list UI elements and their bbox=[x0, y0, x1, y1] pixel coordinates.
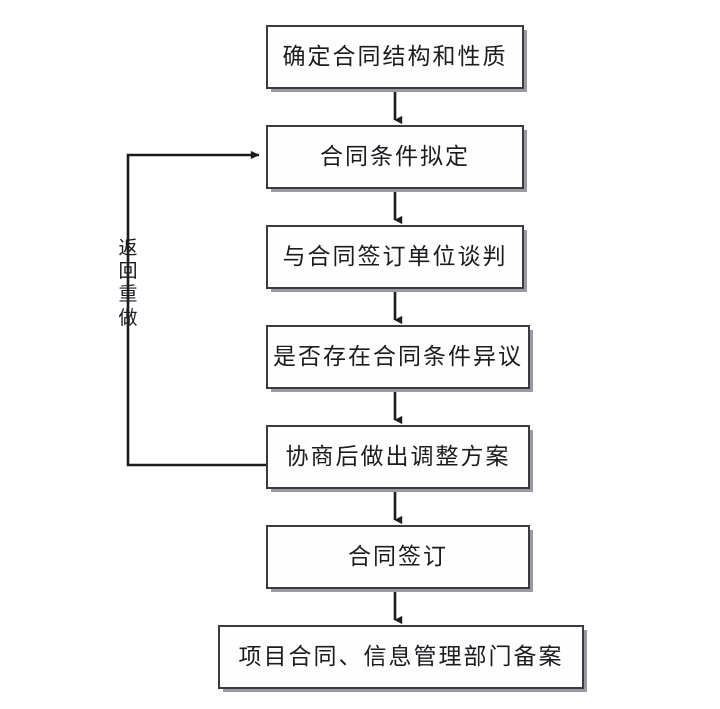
node-label: 合同条件拟定 bbox=[320, 143, 470, 170]
node-label: 确定合同结构和性质 bbox=[282, 43, 508, 70]
node-make-adjustment-plan-after-negotiation[interactable]: 协商后做出调整方案 bbox=[266, 425, 530, 489]
node-negotiate-with-signing-party[interactable]: 与合同签订单位谈判 bbox=[266, 225, 524, 289]
node-determine-contract-structure[interactable]: 确定合同结构和性质 bbox=[266, 25, 524, 89]
node-label: 合同签订 bbox=[348, 543, 448, 570]
node-check-contract-term-objections[interactable]: 是否存在合同条件异议 bbox=[266, 325, 530, 389]
edge-feedback-loop bbox=[126, 150, 266, 467]
node-label: 是否存在合同条件异议 bbox=[273, 343, 523, 370]
feedback-loop-label: 返回重做 bbox=[118, 237, 138, 329]
node-draft-contract-terms[interactable]: 合同条件拟定 bbox=[266, 125, 524, 189]
node-file-with-info-management-department[interactable]: 项目合同、信息管理部门备案 bbox=[218, 625, 584, 689]
node-label: 项目合同、信息管理部门备案 bbox=[238, 643, 564, 670]
node-label: 与合同签订单位谈判 bbox=[282, 243, 508, 270]
node-label: 协商后做出调整方案 bbox=[285, 443, 511, 470]
node-sign-contract[interactable]: 合同签订 bbox=[266, 525, 530, 589]
